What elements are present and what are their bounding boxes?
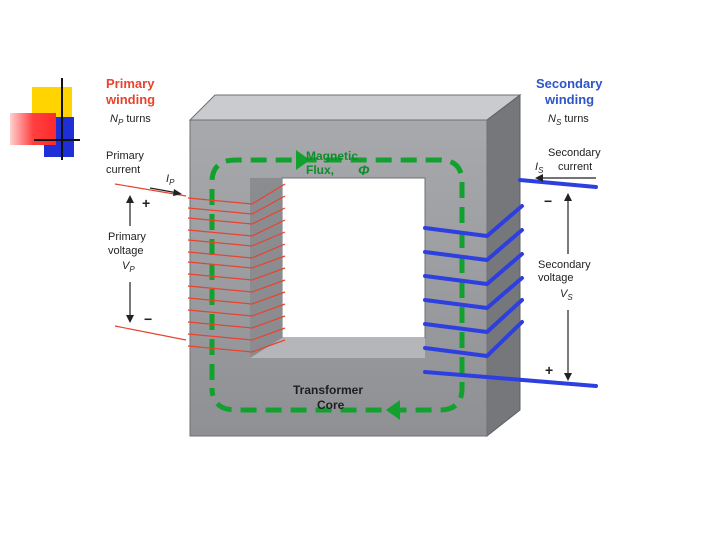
secondary-current-arrowhead (535, 174, 543, 182)
primary-plus-sign: + (142, 195, 150, 211)
secondary-winding-title: Secondary (536, 76, 603, 91)
primary-current-arrow (149, 187, 179, 194)
primary-current-symbol: IP (166, 173, 175, 187)
secondary-voltage-symbol: VS (560, 288, 573, 302)
magnetic-flux-label: Magnetic (306, 149, 358, 163)
core-window-left-wall (250, 178, 282, 358)
primary-lead-bottom (114, 325, 187, 341)
primary-turn (187, 219, 286, 237)
secondary-current-label-2: current (558, 161, 592, 173)
primary-turn (187, 315, 286, 329)
primary-turn (187, 327, 286, 341)
primary-current-arrowhead (173, 189, 182, 196)
primary-turn (187, 183, 286, 205)
primary-current-label: Primary (106, 150, 144, 162)
primary-winding-title: Primary (106, 76, 155, 91)
primary-turn (187, 279, 286, 293)
primary-turn (187, 195, 286, 215)
primary-turn (187, 207, 286, 225)
primary-turns-label: NP turns (110, 113, 151, 127)
secondary-minus-sign: − (544, 193, 552, 209)
primary-voltage-symbol: VP (122, 260, 135, 274)
secondary-turn (423, 298, 524, 335)
secondary-current-label: Secondary (548, 147, 601, 159)
flux-loop (209, 157, 465, 413)
primary-minus-sign: − (144, 311, 152, 327)
secondary-labels: Secondary winding NS turns Secondary cur… (535, 76, 603, 381)
secondary-voltage-label-2: voltage (538, 272, 573, 284)
secondary-voltage-arrowhead-down (564, 373, 572, 381)
secondary-lead-top (518, 178, 598, 189)
secondary-voltage-arrowhead-up (564, 193, 572, 201)
primary-current-label-2: current (106, 164, 140, 176)
transformer-core-label-2: Core (317, 398, 345, 412)
primary-voltage-arrowhead-up (126, 195, 134, 203)
primary-winding-title-2: winding (105, 92, 155, 107)
transformer-core-label: Transformer (293, 383, 363, 397)
secondary-turn (423, 276, 524, 311)
primary-turn (187, 303, 286, 317)
secondary-turn (423, 252, 524, 287)
primary-turn (187, 231, 286, 247)
primary-turn (187, 291, 286, 305)
secondary-winding-title-2: winding (544, 92, 594, 107)
flux-arrow-top (296, 150, 310, 170)
corner-decoration (10, 78, 80, 160)
secondary-turns-label: NS turns (548, 113, 589, 127)
secondary-plus-sign: + (545, 362, 553, 378)
primary-voltage-arrowhead-down (126, 315, 134, 323)
secondary-turn (423, 228, 524, 263)
core-top-face (188, 94, 522, 121)
flux-arrow-bottom (386, 400, 400, 420)
primary-voltage-label-2: voltage (108, 245, 143, 257)
primary-turn (187, 243, 286, 259)
core-window-bottom-wall (250, 338, 425, 358)
secondary-lead-bottom (423, 370, 598, 388)
core-side-face (486, 93, 521, 438)
secondary-turn (423, 204, 524, 239)
magnetic-flux (209, 150, 465, 420)
primary-voltage-label: Primary (108, 231, 146, 243)
secondary-winding (423, 178, 598, 388)
flux-symbol: Φ (358, 162, 370, 178)
secondary-voltage-label: Secondary (538, 259, 591, 271)
primary-labels: Primary winding NP turns Primary current… (105, 76, 182, 327)
secondary-current-symbol: IS (535, 161, 544, 175)
primary-winding (114, 183, 286, 353)
primary-turn (187, 267, 286, 281)
secondary-turn (423, 320, 524, 359)
primary-turn (187, 255, 286, 269)
magnetic-flux-label-2: Flux, (306, 163, 334, 177)
primary-turn (187, 339, 286, 353)
